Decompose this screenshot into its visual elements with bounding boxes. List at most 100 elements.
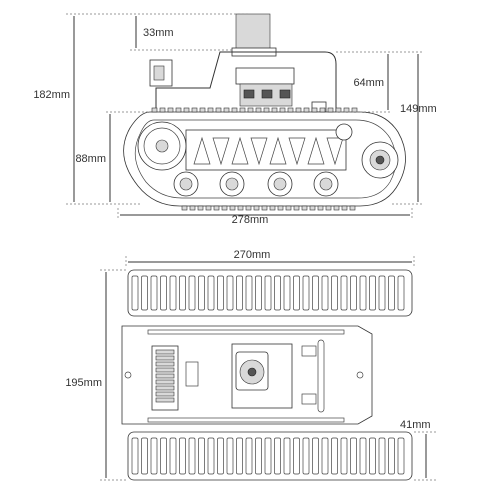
track-tooth [229,205,236,211]
track-link [150,437,158,475]
track-link [150,275,158,311]
chassis-cutout [326,137,344,166]
support-arm [155,51,337,112]
chassis-cutout [193,136,211,165]
left-bracket [185,361,199,387]
track-tooth [207,107,214,113]
track-link [397,437,405,475]
chassis-cutout [212,137,230,166]
track-link [264,275,272,311]
track-tooth [271,107,278,113]
track-link [217,275,224,311]
track-tooth [301,205,308,211]
chassis-cutout [250,137,268,166]
road-wheel-hub [225,177,239,191]
track-tooth [183,107,190,113]
track-inner [134,119,397,199]
top-view [121,269,413,481]
servo-shaft [247,367,257,377]
dim-149: 149mm [400,103,437,115]
track-tooth [247,107,254,113]
battery-cell [155,361,175,367]
dim-270: 270mm [234,249,271,261]
battery-cell [155,397,175,403]
track-link [179,275,186,311]
sensor-b [301,393,317,405]
board-connector-a [243,89,255,99]
track-tooth [245,205,252,211]
track-tooth [239,107,246,113]
camera-lens [153,65,165,81]
track-tooth [221,205,228,211]
board-connector-b [261,89,273,99]
dim-182: 182mm [33,89,70,101]
chassis-rail-bottom [147,417,345,423]
track-link [378,275,386,311]
track-link [245,437,253,475]
track-link [160,437,167,475]
battery-cell [155,355,175,361]
chassis-rail-top [147,329,345,335]
track-tooth [343,107,350,113]
controller-board-top [235,67,295,85]
track-link [226,275,234,311]
track-tooth [279,107,286,113]
track-tooth [293,205,300,211]
track-tooth [167,107,174,113]
track-tooth [333,205,340,211]
road-wheel-hub [179,177,193,191]
track-link [236,437,243,475]
track-link [207,437,215,475]
track-link [141,437,148,475]
track-links-top [131,275,405,311]
track-link [198,437,205,475]
track-link [188,275,196,311]
track-tooth [189,205,196,211]
track-tooth [325,205,332,211]
track-tooth [277,205,284,211]
dim-41: 41mm [400,419,431,431]
track-link [283,275,291,311]
track-link [312,275,319,311]
track-link [255,275,262,311]
track-link [369,275,376,311]
track-tooth [223,107,230,113]
track-tooth [205,205,212,211]
track-link [255,437,262,475]
idler-axle [375,155,385,165]
track-link [226,437,234,475]
track-tooth [255,107,262,113]
side-view-dimensions: 182mm 33mm 64mm 149mm 88mm 278mm [33,13,437,226]
sprocket-hub [155,139,169,153]
track-tooth [317,205,324,211]
battery-cell [155,349,175,355]
track-link [293,275,300,311]
road-wheels [173,171,339,197]
track-tooth [231,107,238,113]
track-tooth [199,107,206,113]
track-tooth [351,107,358,113]
track-link [264,437,272,475]
dim-88: 88mm [75,153,106,165]
chassis-cutout [231,136,249,165]
track-link [302,437,310,475]
track-link [397,275,405,311]
battery-cell [155,367,175,373]
track-tooth [327,107,334,113]
track-link [340,437,348,475]
track-link [340,275,348,311]
mount-hole-left [124,371,132,379]
track-link [331,437,338,475]
track-link [217,437,224,475]
track-tooth [191,107,198,113]
track-tooth [159,107,166,113]
track-link [169,275,177,311]
track-teeth-bottom [181,205,356,211]
mount-hole-right [356,371,364,379]
track-link [131,437,139,475]
track-tooth [311,107,318,113]
track-link [198,275,205,311]
chassis-cutout [269,136,287,165]
battery-cell [155,379,175,385]
track-link [188,437,196,475]
